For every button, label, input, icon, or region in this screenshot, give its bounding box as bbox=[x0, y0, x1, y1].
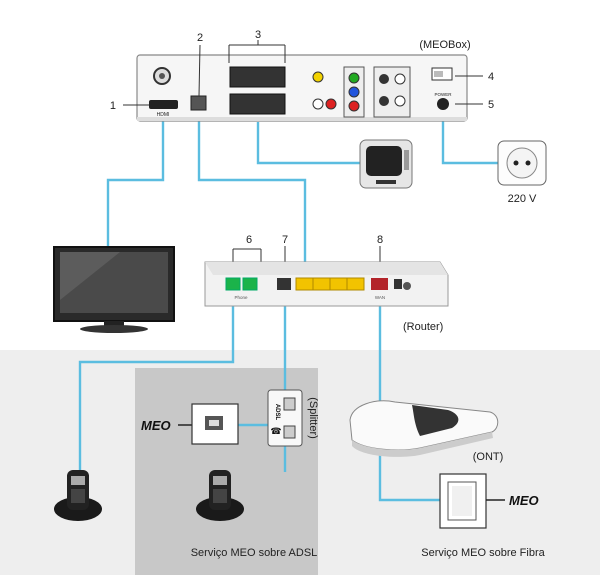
callout-numbers: 1 2 3 4 5 6 7 8 bbox=[110, 29, 494, 246]
phone-port-1-icon bbox=[225, 277, 241, 291]
callout-4: 4 bbox=[488, 71, 494, 83]
wall-socket-icon bbox=[497, 140, 547, 186]
dsl-port-icon bbox=[277, 278, 291, 290]
splitter-label: (Splitter) bbox=[307, 397, 319, 439]
adsl-service-label: Serviço MEO sobre ADSL bbox=[191, 547, 318, 559]
router: Phone WAN bbox=[204, 261, 449, 307]
phone-port-2-icon bbox=[242, 277, 258, 291]
wall-jack-icon bbox=[191, 403, 239, 445]
component-pr-icon bbox=[348, 100, 360, 112]
scart-cable bbox=[256, 122, 360, 165]
hdmi-text: HDMI bbox=[157, 112, 170, 118]
cordless-phone-right-icon bbox=[196, 470, 244, 521]
component-pb-icon bbox=[348, 86, 360, 98]
callout-2: 2 bbox=[197, 32, 203, 44]
scart-port-1-icon bbox=[229, 66, 286, 88]
ont-icon bbox=[349, 400, 499, 457]
cables bbox=[78, 114, 498, 502]
scart-port-2-icon bbox=[229, 93, 286, 115]
meobox-base bbox=[137, 117, 467, 121]
adsl-text: ADSL bbox=[274, 404, 280, 421]
callout-6: 6 bbox=[246, 234, 252, 246]
wan-text: WAN bbox=[375, 295, 385, 300]
wan-port-icon bbox=[371, 278, 388, 290]
component-y-icon bbox=[348, 72, 360, 84]
callout-1: 1 bbox=[110, 100, 116, 112]
meobox: HDMI POWER (MEOBox) bbox=[136, 39, 471, 122]
callout-leaders bbox=[123, 40, 483, 272]
voltage-label: 220 V bbox=[508, 193, 537, 205]
audio-out-group bbox=[373, 66, 411, 118]
ethernet-port-icon bbox=[190, 95, 207, 111]
splitter-icon: ADSL ☎ bbox=[267, 389, 303, 447]
audio-r-rca-icon bbox=[325, 98, 337, 110]
fiber-cable bbox=[378, 298, 440, 502]
svg-text:MEO: MEO bbox=[509, 493, 539, 508]
flat-tv-icon bbox=[53, 246, 175, 333]
callout-8: 8 bbox=[377, 234, 383, 246]
meo-logo-fibra: MEO bbox=[509, 493, 539, 508]
ethernet-cable-box bbox=[197, 117, 307, 282]
hdmi-port-icon bbox=[149, 100, 178, 109]
power-cable bbox=[441, 118, 498, 165]
callout-3: 3 bbox=[255, 29, 261, 41]
router-power-icon bbox=[394, 279, 402, 289]
video-rca-icon bbox=[312, 71, 324, 83]
router-label: (Router) bbox=[403, 321, 443, 333]
callout-7: 7 bbox=[282, 234, 288, 246]
meobox-label: (MEOBox) bbox=[419, 39, 470, 51]
power-text: POWER bbox=[434, 92, 452, 97]
cordless-phone-left-icon bbox=[54, 470, 102, 521]
svg-text:MEO: MEO bbox=[141, 418, 171, 433]
phone-cable bbox=[78, 300, 235, 470]
meo-logo-adsl: MEO bbox=[141, 418, 171, 433]
ont-label: (ONT) bbox=[473, 451, 504, 463]
phone-handset-icon: ☎ bbox=[270, 426, 281, 436]
crt-tv-icon bbox=[359, 139, 413, 189]
audio-l-rca-icon bbox=[312, 98, 324, 110]
phone-text: Phone bbox=[234, 295, 248, 300]
fibra-service-label: Serviço MEO sobre Fibra bbox=[421, 547, 545, 559]
meobox-body bbox=[136, 54, 468, 122]
callout-5: 5 bbox=[488, 99, 494, 111]
power-connector-icon bbox=[437, 98, 449, 110]
fiber-wall-outlet-icon bbox=[439, 473, 487, 529]
hdmi-cable bbox=[106, 114, 165, 248]
